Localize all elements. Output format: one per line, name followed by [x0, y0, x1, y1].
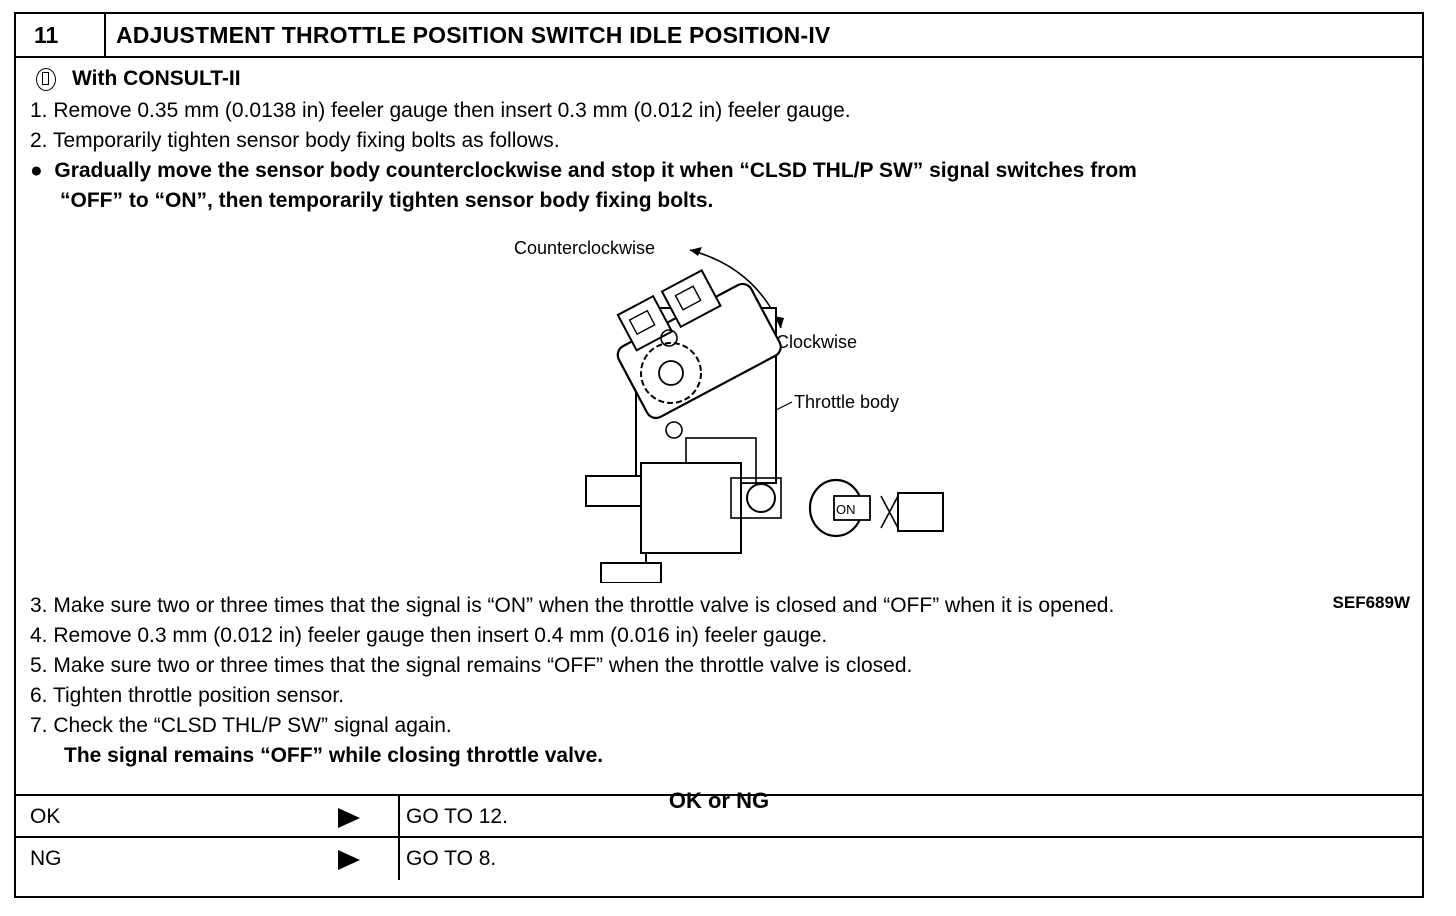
- sensor-body: [616, 269, 782, 420]
- sensor-rotor: [640, 342, 702, 404]
- sensor-hub: [658, 360, 684, 386]
- result-label: OK: [30, 805, 61, 828]
- procedure-box: 11 ADJUSTMENT THROTTLE POSITION SWITCH I…: [14, 12, 1424, 898]
- mount-foot: [600, 562, 662, 583]
- consult-heading: With CONSULT-II: [72, 67, 241, 90]
- stopper: [730, 477, 782, 519]
- bullet-dot: ●: [30, 159, 55, 182]
- label-clockwise: Clockwise: [776, 332, 857, 352]
- result-row-ng: NG GO TO 8.: [16, 838, 1422, 880]
- label-throttle-body: Throttle body: [794, 392, 899, 412]
- fixing-bolt-top: [660, 329, 678, 347]
- ok-or-ng-question: OK or NG: [668, 788, 770, 813]
- step-7: 7. Check the “CLSD THL/P SW” signal agai…: [30, 714, 452, 737]
- step-4: 4. Remove 0.3 mm (0.012 in) feeler gauge…: [30, 624, 828, 647]
- step-2: 2. Temporarily tighten sensor body fixin…: [30, 129, 560, 152]
- step-6: 6. Tighten throttle position sensor.: [30, 684, 345, 707]
- bullet-line-1: Gradually move the sensor body countercl…: [54, 159, 1137, 182]
- key-on-label: ON: [836, 502, 856, 517]
- fixing-bolt-bottom: [665, 421, 683, 439]
- throttle-sensor-figure: Counterclockwise Clockwise Throttle body: [514, 238, 944, 583]
- adjust-screw: [746, 483, 776, 513]
- result-row-ok: OK GO TO 12.: [16, 796, 1422, 838]
- procedure-title: ADJUSTMENT THROTTLE POSITION SWITCH IDLE…: [116, 22, 831, 48]
- result-table: OK GO TO 12. NG GO TO 8.: [16, 794, 1422, 898]
- result-label: NG: [30, 847, 62, 870]
- figure-reference: SEF689W: [1332, 593, 1410, 612]
- step-1: 1. Remove 0.35 mm (0.0138 in) feeler gau…: [30, 99, 851, 122]
- step-3: 3. Make sure two or three times that the…: [30, 594, 1115, 617]
- consult-icon: [36, 68, 56, 91]
- step-number: 11: [16, 14, 106, 56]
- step-7-check: The signal remains “OFF” while closing t…: [64, 744, 604, 767]
- engine-icon: [897, 492, 944, 532]
- arrow-head-ccw: [690, 247, 702, 256]
- arrow-right-icon: [338, 808, 360, 828]
- result-action: GO TO 12.: [406, 805, 508, 828]
- column-divider: [398, 796, 400, 838]
- label-counterclockwise: Counterclockwise: [514, 238, 655, 258]
- result-action: GO TO 8.: [406, 847, 497, 870]
- column-divider: [398, 838, 400, 880]
- step-5: 5. Make sure two or three times that the…: [30, 654, 913, 677]
- procedure-header: 11 ADJUSTMENT THROTTLE POSITION SWITCH I…: [16, 14, 1422, 58]
- arrow-right-icon: [338, 850, 360, 870]
- bullet-line-2: “OFF” to “ON”, then temporarily tighten …: [60, 189, 714, 212]
- lower-housing: [640, 462, 742, 554]
- bullet-instruction: ● Gradually move the sensor body counter…: [30, 158, 1137, 184]
